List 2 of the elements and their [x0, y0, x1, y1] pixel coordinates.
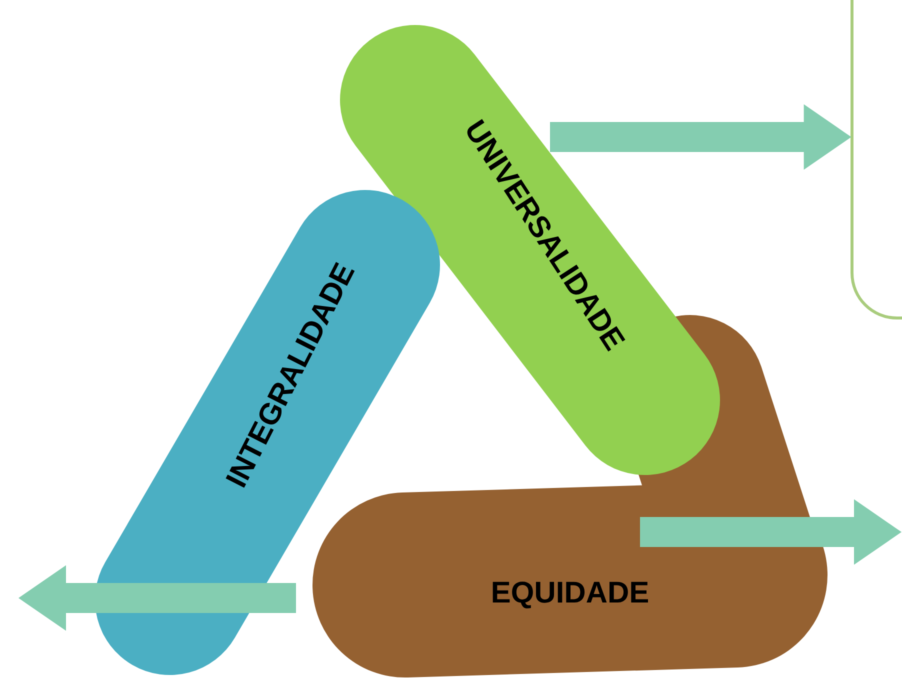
- band-label: EQUIDADE: [492, 582, 648, 608]
- box-outline: [850, 0, 902, 320]
